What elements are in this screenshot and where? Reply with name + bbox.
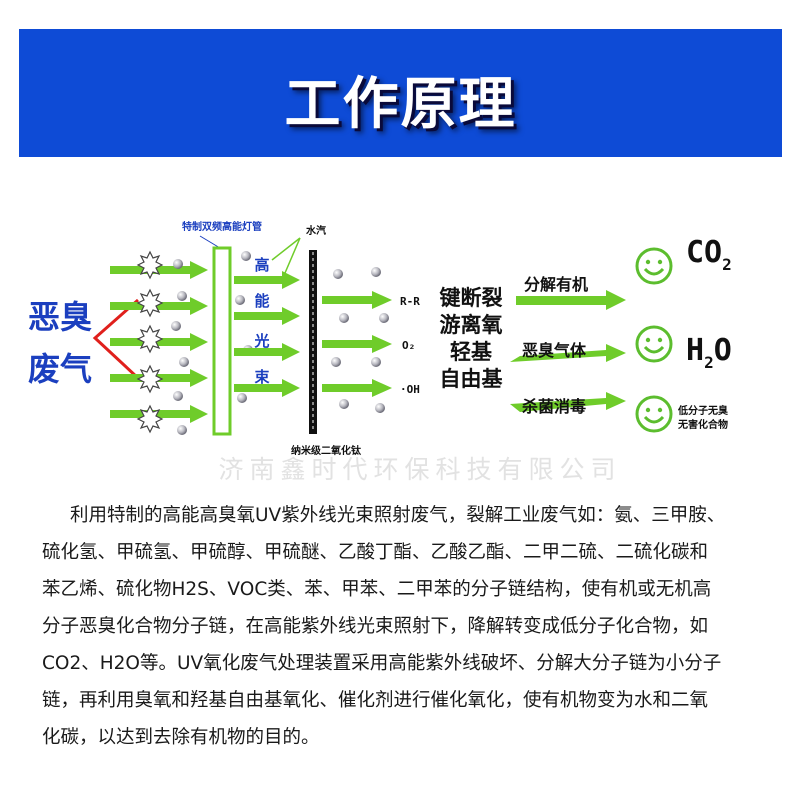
description-paragraph: 利用特制的高能高臭氧UV紫外线光束照射废气，裂解工业废气如：氨、三甲胺、 硫化氢… [42,497,762,756]
green-arrows-filter [322,291,392,397]
molecule-balls-right [331,267,389,413]
starburst-5 [136,404,164,434]
output-arrows [510,290,626,412]
starburst-2 [136,288,164,318]
paragraph-line-6: 链，再利用臭氧和羟基自由基氧化、催化剂进行催化氧化，使有机物变为水和二氧 [42,690,709,711]
paragraph-line-4: 分子恶臭化合物分子链，在高能紫外线光束照射下，降解转变成低分子化合物，如 [42,616,709,637]
filter-label: 纳米级二氧化钛 [291,444,362,457]
smiley-icon [635,247,673,285]
beam-char-1: 高 [254,256,269,274]
green-arrows-beam [234,271,300,397]
lamp-pointer [199,235,221,249]
green-arrows-input [110,261,208,423]
smiley-icon [635,395,673,433]
output-low-line1: 低分子无臭 [677,404,728,417]
starburst-1 [136,250,164,280]
output-co2: CO2 [686,235,732,274]
reaction-line-2: 游离氧 [440,313,503,337]
beam-char-2: 能 [254,292,269,310]
starburst-3 [136,324,164,354]
lamp-label: 特制双频高能灯管 [182,220,262,233]
input-label-line2: 废气 [28,350,92,388]
reaction-text: 键断裂 游离氧 轻基 自由基 [440,286,504,391]
output-h2o: H2O [686,333,732,372]
uv-lamp-tube [212,246,232,436]
red-fork-lines [92,298,140,380]
vapor-label: 水汽 [305,224,326,237]
radical-2: O₂ [402,339,415,352]
radical-labels: R-R O₂ ·OH [400,295,420,396]
page-title: 工作原理 [284,71,517,137]
paragraph-line-7: 化碳，以达到去除有机物的目的。 [42,727,320,748]
pollutant-starbursts [136,250,164,434]
action-2: 恶臭气体 [522,341,587,360]
paragraph-line-2: 硫化氢、甲硫氢、甲硫醇、甲硫醚、乙酸丁酯、乙酸乙酯、二甲二硫、二硫化碳和 [42,542,709,563]
input-label-line1: 恶臭 [28,298,92,336]
action-1: 分解有机 [524,275,588,294]
reaction-line-3: 轻基 [450,340,493,364]
beam-chars: 高 能 光 束 [253,256,270,386]
reaction-line-4: 自由基 [440,367,504,391]
paragraph-line-5: CO2、H2O等。UV氧化废气处理装置采用高能紫外线破坏、分解大分子链为小分子 [42,653,722,674]
output-low-line2: 无害化合物 [677,418,728,431]
starburst-4 [136,364,164,394]
watermark-text: 济南鑫时代环保科技有限公司 [218,455,621,484]
radical-1: R-R [400,295,420,308]
action-3: 杀菌消毒 [522,397,586,416]
paragraph-line-3: 苯乙烯、硫化物H2S、VOC类、苯、甲苯、二甲苯的分子链结构，使有机或无机高 [42,579,712,600]
radical-3: ·OH [400,383,420,396]
title-banner: 工作原理 [19,29,782,157]
beam-char-3: 光 [253,332,269,350]
beam-char-4: 束 [254,368,270,386]
action-labels: 分解有机 恶臭气体 杀菌消毒 [522,275,588,416]
vapor-pointer [271,237,301,261]
reaction-line-1: 键断裂 [440,286,503,310]
smiley-icon [635,325,673,363]
paragraph-line-1: 利用特制的高能高臭氧UV紫外线光束照射废气，裂解工业废气如：氨、三甲胺、 [70,505,726,526]
